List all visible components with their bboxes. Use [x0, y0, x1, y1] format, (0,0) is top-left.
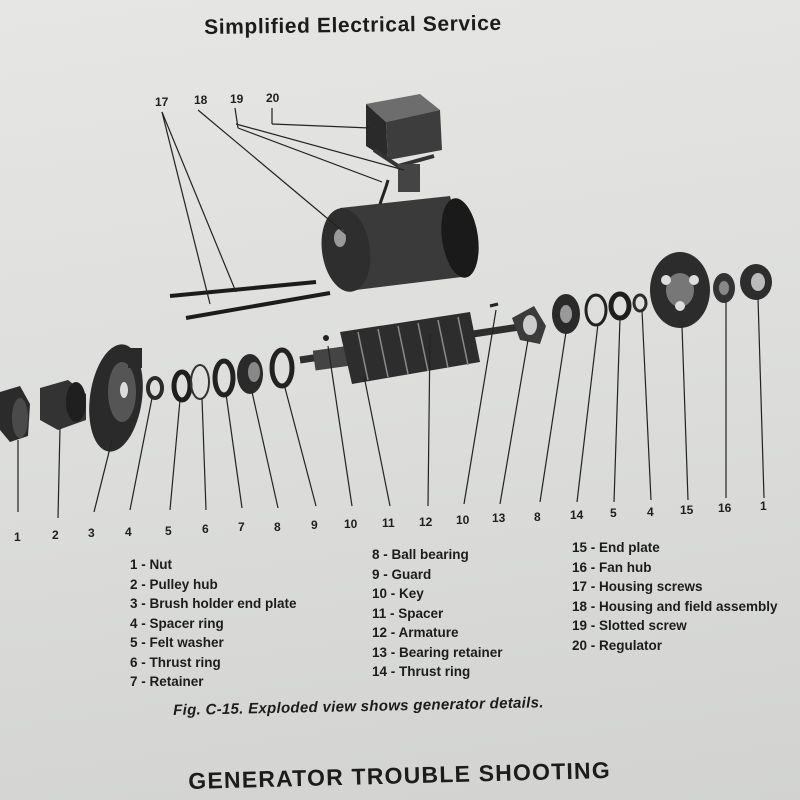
callout-7: 7 [238, 520, 245, 534]
legend-item: 18 - Housing and field assembly [572, 598, 778, 614]
callout-18: 18 [194, 93, 208, 107]
legend-item: 9 - Guard [372, 566, 432, 582]
bearing-retainer-part [512, 306, 546, 344]
callout-9: 9 [311, 518, 318, 532]
legend-item: 12 - Armature [372, 625, 459, 640]
callout-13: 13 [492, 511, 506, 525]
thrust-ring-left [190, 364, 210, 400]
legend-item: 14 - Thrust ring [372, 664, 471, 679]
spacer-ring-right [632, 293, 648, 313]
callout-11: 11 [382, 516, 395, 530]
legend-item: 8 - Ball bearing [372, 547, 469, 562]
housing-assembly-part [321, 179, 479, 292]
legend-item: 5 - Felt washer [130, 635, 224, 650]
legend-item: 10 - Key [372, 586, 424, 601]
housing-screw-lower [185, 291, 331, 320]
retainer-part [212, 358, 236, 398]
figure-caption: Fig. C-15. Exploded view shows generator… [173, 694, 544, 719]
pulley-hub-part [40, 380, 86, 430]
callout-10-right: 10 [456, 513, 470, 527]
exploded-view-diagram: 17 18 19 20 [0, 91, 772, 544]
callout-6: 6 [202, 522, 209, 536]
section-heading: GENERATOR TROUBLE SHOOTING [188, 756, 612, 794]
callout-4-right: 4 [647, 505, 654, 519]
legend-item: 15 - End plate [572, 540, 660, 555]
legend-item: 3 - Brush holder end plate [130, 596, 297, 611]
callout-8-left: 8 [274, 520, 281, 534]
legend-item: 19 - Slotted screw [572, 618, 687, 633]
ball-bearing-right [552, 294, 580, 334]
callout-20: 20 [266, 91, 280, 105]
guard-part [269, 347, 295, 389]
nut-part-left [0, 386, 30, 442]
spacer-ring-left [146, 376, 164, 400]
callout-15: 15 [680, 503, 694, 517]
felt-washer-left [171, 369, 193, 403]
housing-screw-upper [169, 280, 317, 298]
legend-item: 11 - Spacer [372, 605, 444, 621]
legend-item: 20 - Regulator [572, 637, 663, 653]
ball-bearing-left [237, 354, 263, 394]
callout-14: 14 [570, 508, 584, 522]
callout-5-left: 5 [165, 524, 172, 538]
callout-2: 2 [52, 528, 59, 542]
legend-column-3: 15 - End plate 16 - Fan hub 17 - Housing… [572, 538, 778, 655]
callout-16: 16 [718, 501, 732, 515]
callout-12: 12 [419, 515, 433, 529]
callout-4-left: 4 [125, 525, 132, 539]
legend-item: 4 - Spacer ring [130, 615, 224, 631]
legend-item: 6 - Thrust ring [130, 654, 221, 670]
callout-3: 3 [88, 526, 95, 540]
nut-part-right [740, 264, 772, 300]
callout-17: 17 [155, 95, 169, 109]
brush-holder-end-plate-part [89, 344, 143, 452]
legend-column-1: 1 - Nut 2 - Pulley hub 3 - Brush holder … [130, 555, 297, 692]
callout-10-left: 10 [344, 517, 358, 531]
felt-washer-right [608, 291, 632, 321]
legend-item: 2 - Pulley hub [130, 576, 218, 592]
callout-5-right: 5 [610, 506, 617, 520]
regulator-part [366, 94, 442, 192]
legend-item: 1 - Nut [130, 557, 172, 572]
legend-column-2: 8 - Ball bearing 9 - Guard 10 - Key 11 -… [372, 545, 503, 682]
fan-hub-part [713, 273, 735, 303]
callout-19: 19 [230, 92, 244, 106]
thrust-ring-right [584, 293, 608, 327]
callout-1-left: 1 [14, 530, 21, 544]
legend-item: 17 - Housing screws [572, 579, 703, 594]
callout-8-right: 8 [534, 510, 541, 524]
callout-1-right: 1 [760, 499, 767, 513]
legend-item: 16 - Fan hub [572, 559, 652, 575]
legend-item: 13 - Bearing retainer [372, 644, 503, 660]
end-plate-part [650, 252, 710, 328]
armature-part [299, 302, 527, 384]
legend-item: 7 - Retainer [130, 674, 204, 689]
